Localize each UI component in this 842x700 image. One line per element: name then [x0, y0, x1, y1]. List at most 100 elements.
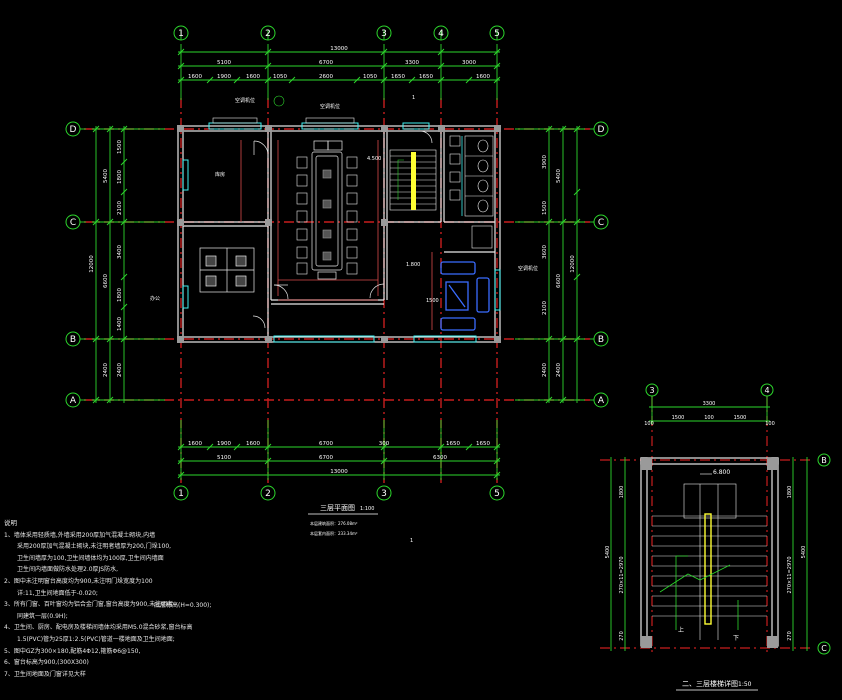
dim-right-total: 12000 — [570, 255, 576, 273]
stair-dim-1: 100 — [644, 421, 654, 427]
dim-bot-r1-2: 1900 — [217, 441, 231, 447]
dim-right-r1-2: 6600 — [556, 274, 562, 288]
conference-table — [311, 140, 343, 280]
axis-label-right-a: A — [598, 396, 605, 406]
dim-top-r2-8: 1650 — [419, 74, 433, 80]
axis-bubbles — [65, 25, 609, 501]
dim-top-r2-6: 1050 — [363, 74, 377, 80]
note-line-6: 详:11,卫生间地面低于-0.020; — [17, 589, 98, 597]
section-mark-top: 1 — [412, 95, 415, 101]
stair-direction-arrows — [659, 555, 739, 630]
plan-annotations: 1 1 空调机位 空调机位 库房 办公 1.800 空调机位 1500 4.50… — [150, 95, 538, 544]
stair-handrail — [411, 152, 416, 210]
plan-title: 三层平面图 — [320, 504, 355, 512]
stair-axis-3: 3 — [649, 386, 654, 395]
dim-bot-r2-2: 6700 — [319, 455, 333, 461]
axis-label-right-c: C — [598, 218, 604, 228]
dim-right-r1-1: 5400 — [556, 169, 562, 183]
doors — [252, 130, 433, 329]
stair-right-3: 270 — [787, 631, 793, 641]
stair-axis-bubbles — [645, 383, 831, 655]
note-side-text: 底层标高(H=0.300); — [154, 602, 212, 609]
note-line-12: 6、窗台标高为900,(300X300) — [4, 659, 89, 667]
stair-down-label: 下 — [733, 635, 739, 642]
dim-left-r2-6: 1400 — [117, 317, 123, 331]
dim-top-4: 3000 — [462, 60, 476, 66]
stair-elevation: 6.800 — [713, 469, 730, 476]
dim-left-r1-2: 6600 — [103, 274, 109, 288]
lounge-sofas — [440, 261, 490, 331]
stair-treads — [652, 483, 767, 640]
note-line-2: 采用200厚加气混凝土砌块,未注明者墙厚为200,门垛100, — [17, 543, 172, 551]
conference-chairs — [296, 156, 358, 275]
plan-area-line-1: 本层建筑面积：276.08m² — [310, 520, 358, 526]
stair-dim-4: 1500 — [734, 415, 747, 421]
axis-label-top-4: 4 — [438, 29, 444, 39]
ac-units — [212, 95, 355, 124]
note-line-3: 卫生间墙厚为100,卫生间墙体均为100厚,卫生间内墙面 — [17, 554, 164, 562]
stair-axis-b: B — [821, 456, 827, 465]
stair-columns — [641, 458, 778, 648]
axis-label-top-3: 3 — [381, 29, 387, 39]
dimension-lines — [80, 30, 594, 480]
dim-bot-r2-1: 5100 — [217, 455, 231, 461]
stair-left-3: 270 — [619, 631, 625, 641]
stair-dim-total: 3300 — [703, 401, 716, 407]
stair-left-total: 5400 — [605, 546, 611, 559]
dimension-ticks — [92, 48, 581, 479]
room-label-office: 办公 — [150, 295, 160, 302]
axis-label-top-2: 2 — [265, 29, 271, 39]
dim-top-r2-2: 1900 — [217, 74, 231, 80]
stair-up-label: 上 — [678, 626, 684, 634]
dim-bot-total: 13000 — [330, 469, 348, 475]
dim-bot-r1-5: 300 — [379, 441, 390, 447]
stair-walls — [640, 457, 779, 647]
dimension-texts-vertical: 12000 5400 6600 1500 1800 2100 3400 1800… — [89, 140, 576, 377]
axis-label-top-1: 1 — [178, 29, 184, 39]
stair-left-1: 1800 — [619, 486, 625, 499]
elevation-mark-1: 1.800 — [406, 262, 420, 268]
office-desks — [199, 247, 255, 293]
stair-annotations: 6.800 上 下 — [678, 469, 739, 642]
axis-label-left-a: A — [70, 396, 77, 406]
room-label-storage: 库房 — [215, 171, 225, 178]
axis-label-left-b: B — [70, 335, 76, 345]
stair-detail-scale: 1:50 — [738, 681, 752, 688]
dim-right-bottom-2: 2400 — [556, 363, 562, 377]
axis-label-right-d: D — [598, 125, 605, 135]
axis-label-bottom-2: 2 — [265, 489, 271, 499]
dim-top-2: 6700 — [319, 60, 333, 66]
dim-left-r2-5: 1800 — [117, 288, 123, 302]
note-line-13: 7、卫生间地面及门窗详见大样 — [4, 670, 86, 678]
note-line-8: 同建筑一层(0.9H); — [17, 612, 68, 620]
stair-dimension-texts: 3300 100 1500 100 1500 100 5400 1800 270… — [605, 401, 807, 641]
dim-right-r2-2: 1500 — [542, 201, 548, 215]
dim-top-r2-5: 2600 — [319, 74, 333, 80]
axis-label-bottom-5: 5 — [494, 489, 500, 499]
axis-label-bottom-3: 3 — [381, 489, 387, 499]
stair-axis-c: C — [821, 644, 827, 653]
stair-dim-2: 1500 — [672, 415, 685, 421]
dim-right-r2-3: 3600 — [542, 245, 548, 259]
section-mark-bottom: 1 — [410, 538, 413, 544]
dimension-texts: 13000 5100 6700 3300 3000 1600 1900 1600… — [188, 46, 490, 475]
ac-tag-3: 空调机位 — [518, 265, 538, 272]
axis-label-bottom-1: 1 — [178, 489, 184, 499]
stair-handrail-detail — [704, 513, 712, 625]
dim-top-total: 13000 — [330, 46, 348, 52]
stair-detail-plan: 3 4 B C 3300 100 1500 100 1500 100 5400 … — [600, 383, 831, 691]
dim-bot-r1-6: 1650 — [446, 441, 460, 447]
note-line-11: 5、图中GZ为300×180,配筋4Φ12,箍筋Φ6@150, — [4, 647, 141, 655]
stair-right-1: 1800 — [787, 486, 793, 499]
windows — [182, 122, 501, 343]
dim-left-bottom-2: 2400 — [117, 363, 123, 377]
stair-dim-3: 100 — [704, 415, 714, 421]
stair-right-total: 5400 — [801, 546, 807, 559]
note-line-5: 2、图中未注明窗台高度均为900,未注明门垛宽度为100 — [4, 577, 153, 585]
dim-right-r2-4: 2100 — [542, 301, 548, 315]
note-line-10: 1.5(PVC)管为25厚1:2.5(PVC)管道一楼地面及卫生间地面; — [17, 635, 175, 643]
stair-axis-labels: 3 4 B C — [649, 386, 827, 653]
design-notes: 说明 1、墙体采用轻质墙,外墙采用200厚加气混凝土砌块,内墙 采用200厚加气… — [4, 518, 334, 680]
dim-right-bottom-1: 2400 — [542, 363, 548, 377]
